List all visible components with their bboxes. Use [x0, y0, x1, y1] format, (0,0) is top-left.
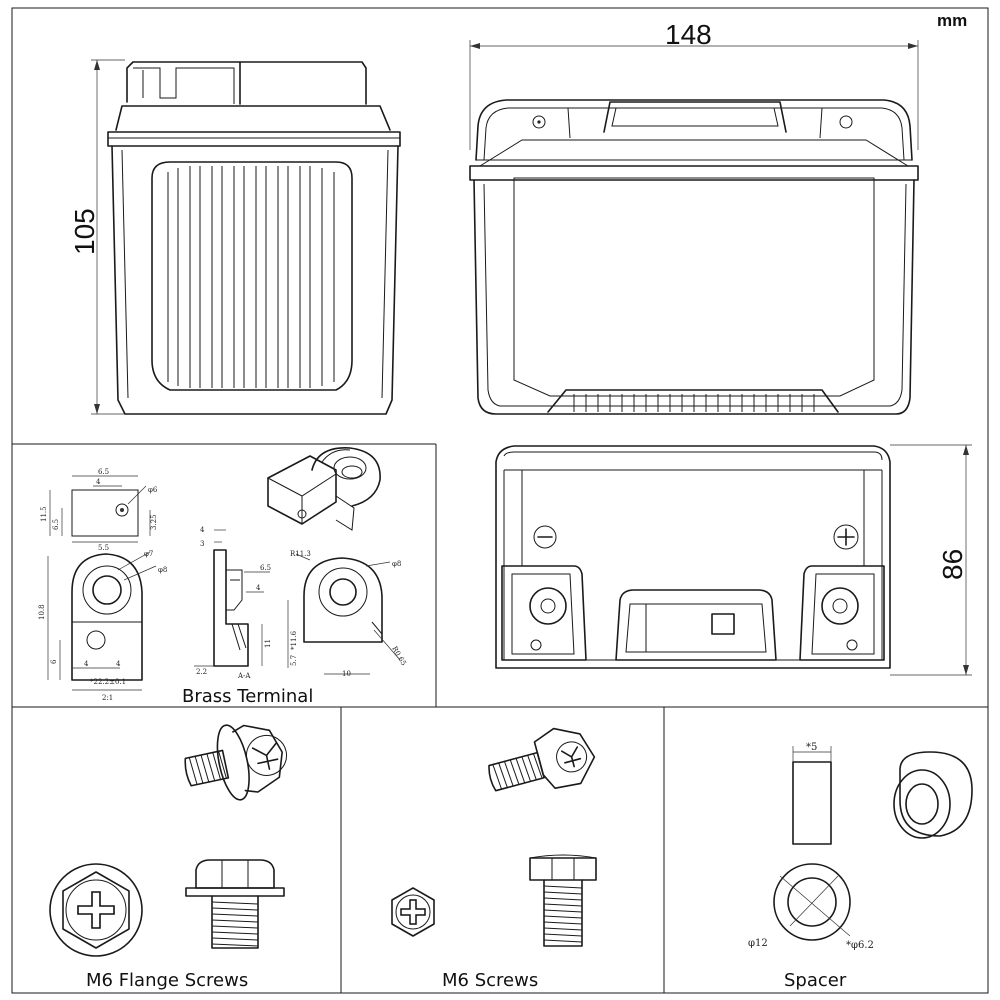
height-dimension-label: 105 — [69, 208, 100, 255]
svg-text:4: 4 — [200, 526, 205, 534]
battery-front-view: 148 — [469, 19, 919, 415]
negative-terminal-symbol — [533, 525, 557, 549]
terminal-isometric — [267, 447, 381, 531]
svg-text:R0.65: R0.65 — [390, 645, 407, 667]
brass-terminal-caption: Brass Terminal — [182, 686, 313, 707]
svg-text:6.5: 6.5 — [98, 468, 109, 476]
svg-text:6: 6 — [50, 659, 58, 664]
svg-text:R11.3: R11.3 — [290, 550, 311, 558]
svg-text:11: 11 — [264, 639, 272, 648]
svg-text:4: 4 — [84, 660, 89, 668]
svg-text:A-A: A-A — [237, 672, 251, 680]
flange-screws-drawing: M6 Flange Screws — [49, 724, 288, 991]
svg-text:φ12: φ12 — [748, 938, 768, 949]
svg-text:*22.2±0.1: *22.2±0.1 — [90, 678, 126, 686]
svg-text:11.5: 11.5 — [40, 506, 48, 522]
svg-text:2:1: 2:1 — [102, 694, 113, 702]
svg-text:4: 4 — [116, 660, 121, 668]
svg-text:10: 10 — [342, 670, 351, 678]
positive-terminal-symbol — [833, 524, 859, 550]
spacer-drawing: *5 φ12 *φ6.2 Spacer — [748, 742, 973, 991]
svg-text:5.7: 5.7 — [290, 655, 298, 666]
indicator-window — [711, 613, 735, 635]
svg-text:*11.6: *11.6 — [290, 630, 298, 650]
svg-text:2.2: 2.2 — [196, 668, 207, 676]
negative-terminal — [529, 587, 567, 625]
screws-drawing: M6 Screws — [391, 727, 597, 991]
front-vents — [573, 394, 815, 412]
svg-text:4: 4 — [96, 478, 101, 486]
positive-terminal — [821, 587, 859, 625]
side-ribs — [167, 166, 335, 388]
svg-text:φ6: φ6 — [148, 486, 158, 494]
svg-text:φ8: φ8 — [158, 566, 167, 574]
battery-top-view: 86 — [495, 444, 972, 676]
width-dimension-label: 148 — [665, 19, 712, 50]
svg-text:6.5: 6.5 — [260, 564, 271, 572]
svg-text:6.5: 6.5 — [52, 519, 60, 530]
svg-text:10.8: 10.8 — [38, 604, 46, 620]
svg-text:φ8: φ8 — [392, 560, 401, 568]
screws-caption: M6 Screws — [442, 970, 538, 991]
units-label: mm — [937, 11, 967, 30]
svg-text:φ7: φ7 — [144, 550, 153, 558]
battery-side-view: 105 — [69, 59, 401, 415]
sheet-frame — [11, 7, 989, 994]
svg-text:3.25: 3.25 — [150, 514, 158, 530]
spacer-caption: Spacer — [784, 970, 847, 991]
svg-text:*φ6.2: *φ6.2 — [846, 940, 874, 951]
svg-text:4: 4 — [256, 584, 261, 592]
svg-text:5.5: 5.5 — [98, 544, 109, 552]
svg-text:*5: *5 — [806, 742, 817, 753]
flange-screws-caption: M6 Flange Screws — [86, 970, 248, 991]
brass-terminal-drawing: 6.5 4 5.5 11.5 6.5 3.25 φ6 φ7 φ8 10.8 6 … — [38, 447, 408, 707]
depth-dimension-label: 86 — [937, 549, 968, 580]
svg-text:3: 3 — [200, 540, 204, 548]
